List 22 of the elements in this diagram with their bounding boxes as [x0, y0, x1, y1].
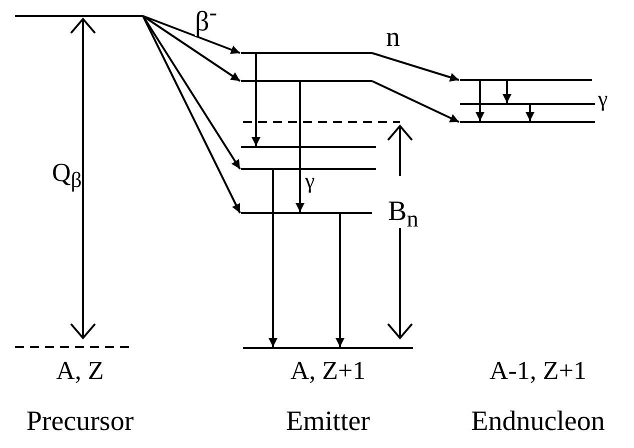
arrow: [372, 52, 460, 82]
gamma-label: γ: [598, 88, 608, 110]
arrow: [142, 15, 240, 54]
nucleus-label: A, Z: [56, 358, 104, 384]
column-title: Endnucleon: [471, 408, 605, 436]
arrow: [142, 15, 241, 82]
arrow: [502, 81, 512, 103]
arrow: [142, 16, 241, 214]
arrow: [336, 214, 344, 347]
energy-label: B$_{n}$: [388, 198, 418, 232]
column-title: Emitter: [286, 408, 370, 436]
nucleus-label: A-1, Z+1: [490, 358, 586, 384]
arrow: [476, 81, 484, 121]
column-title: Precursor: [26, 408, 134, 436]
arrow: [296, 82, 304, 212]
arrow: [526, 105, 534, 121]
arrow: [268, 170, 278, 347]
arrow: [252, 54, 260, 146]
nucleus-label: A, Z+1: [290, 358, 366, 384]
arrow: [372, 80, 460, 123]
arrow: [142, 15, 241, 170]
energy-label: Q$_{β}$: [52, 160, 82, 192]
